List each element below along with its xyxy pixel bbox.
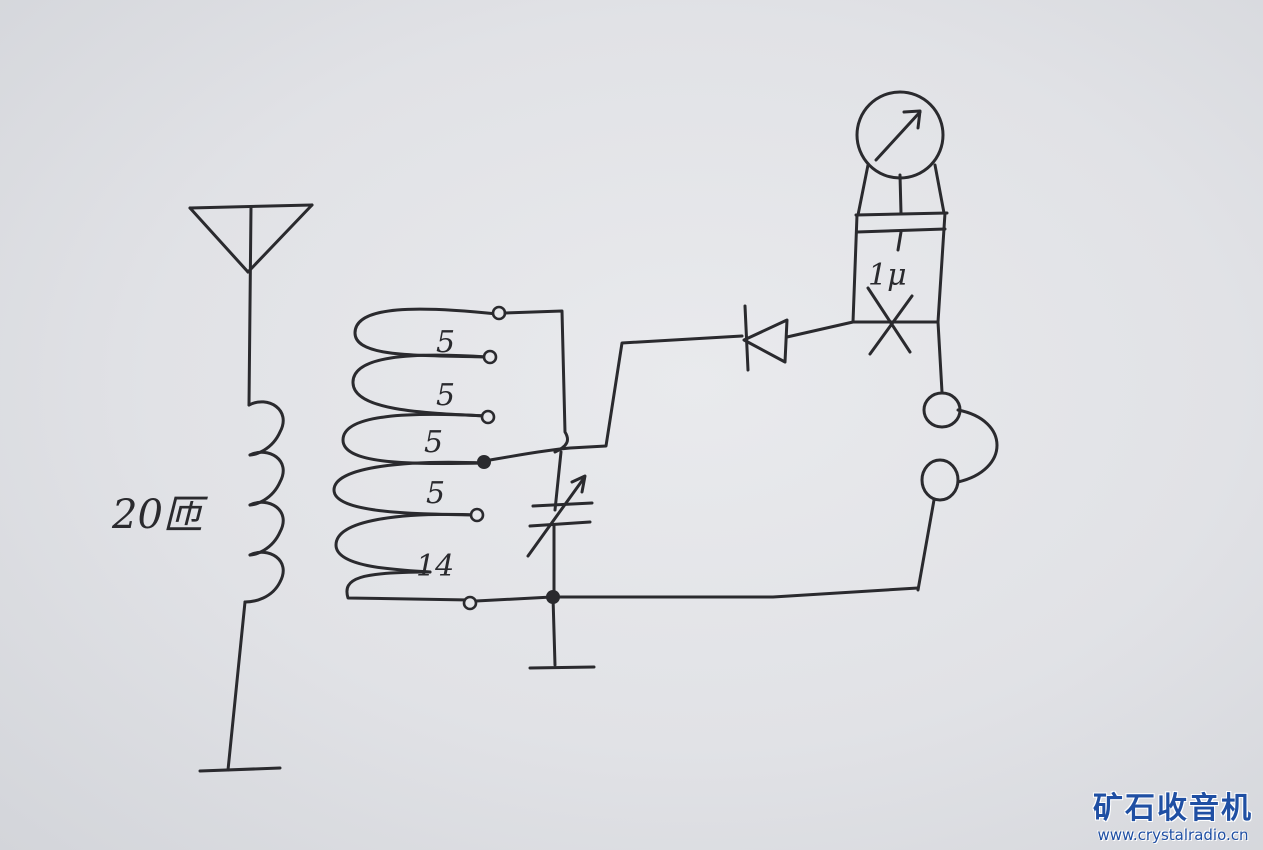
watermark-title: 矿石收音机 (1093, 791, 1253, 826)
tap-terminal (462, 595, 478, 611)
tap-terminal (480, 409, 496, 425)
diode (742, 304, 855, 372)
capacitor-value-label: 1μ (868, 258, 907, 293)
variable-capacitor (526, 450, 594, 598)
tap-label: 5 (424, 425, 443, 460)
tap-labels: 5 5 5 5 14 (416, 325, 455, 584)
antenna-symbol (188, 203, 314, 407)
link-cross (851, 286, 940, 356)
meter-symbol (855, 90, 946, 217)
tapped-coil (332, 305, 507, 611)
antenna-ground (198, 600, 282, 773)
tap-terminal (469, 507, 485, 523)
watermark-url: www.crystalradio.cn (1097, 826, 1249, 844)
tap-junction-dot (477, 455, 491, 469)
tap-label: 14 (416, 549, 454, 584)
tap-label: 5 (426, 476, 445, 511)
tap-label: 5 (436, 378, 455, 413)
wire-top-tap (503, 309, 569, 454)
earphone (916, 320, 999, 592)
tap-label: 5 (436, 325, 455, 360)
wire-to-detector (488, 334, 744, 462)
ground-bus (474, 586, 920, 670)
watermark: 矿石收音机 www.crystalradio.cn (1093, 791, 1253, 845)
antenna-coil-turns-label: 20匝 (111, 492, 209, 538)
antenna-coil (243, 400, 285, 604)
tap-terminal (491, 305, 507, 321)
tap-terminal (482, 349, 498, 365)
bypass-capacitor: 1μ (851, 173, 949, 324)
